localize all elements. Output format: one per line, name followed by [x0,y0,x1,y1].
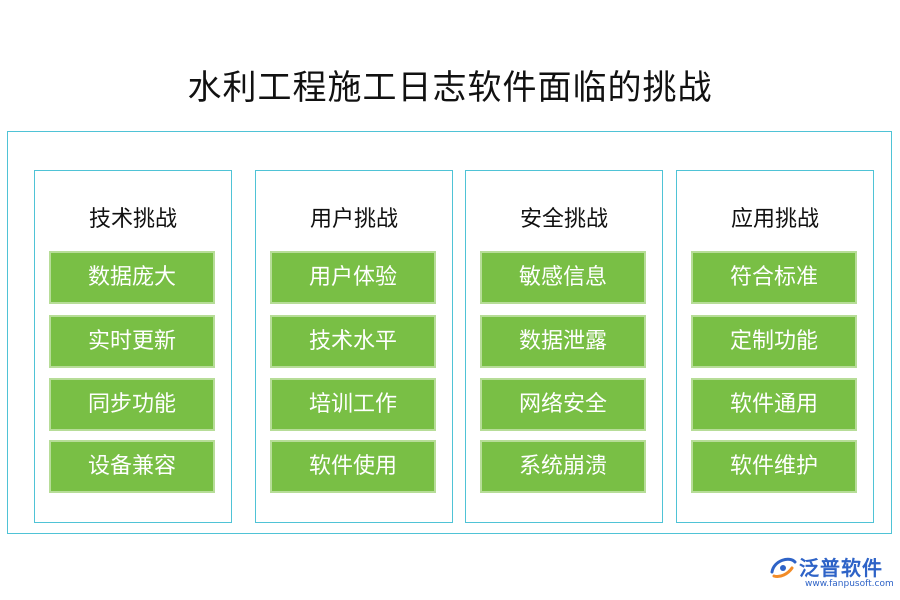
challenge-item: 符合标准 [691,251,857,304]
challenge-item: 软件使用 [270,440,436,493]
challenge-item: 软件维护 [691,440,857,493]
logo-name: 泛普软件 [799,556,883,580]
column-user: 用户挑战 用户体验 技术水平 培训工作 软件使用 [255,170,453,523]
challenge-item: 软件通用 [691,378,857,431]
challenge-item: 网络安全 [480,378,646,431]
challenge-item: 数据庞大 [49,251,215,304]
challenge-item: 技术水平 [270,315,436,368]
challenge-item: 培训工作 [270,378,436,431]
challenge-item: 数据泄露 [480,315,646,368]
page-title: 水利工程施工日志软件面临的挑战 [187,68,713,108]
column-security: 安全挑战 敏感信息 数据泄露 网络安全 系统崩溃 [465,170,663,523]
column-title: 用户挑战 [309,207,398,232]
column-application: 应用挑战 符合标准 定制功能 软件通用 软件维护 [676,170,874,523]
column-title: 应用挑战 [730,207,819,232]
outer-frame [7,131,892,534]
challenge-item: 用户体验 [270,251,436,304]
challenge-item: 同步功能 [49,378,215,431]
column-tech: 技术挑战 数据庞大 实时更新 同步功能 设备兼容 [34,170,232,523]
logo-icon [770,557,797,578]
challenge-item: 系统崩溃 [480,440,646,493]
challenge-item: 敏感信息 [480,251,646,304]
challenge-item: 定制功能 [691,315,857,368]
logo-url: www.fanpusoft.com [805,579,894,589]
challenge-item: 设备兼容 [49,440,215,493]
challenge-item: 实时更新 [49,315,215,368]
brand-logo: 泛普软件 www.fanpusoft.com [768,552,894,596]
column-title: 技术挑战 [88,207,177,232]
column-title: 安全挑战 [519,207,608,232]
